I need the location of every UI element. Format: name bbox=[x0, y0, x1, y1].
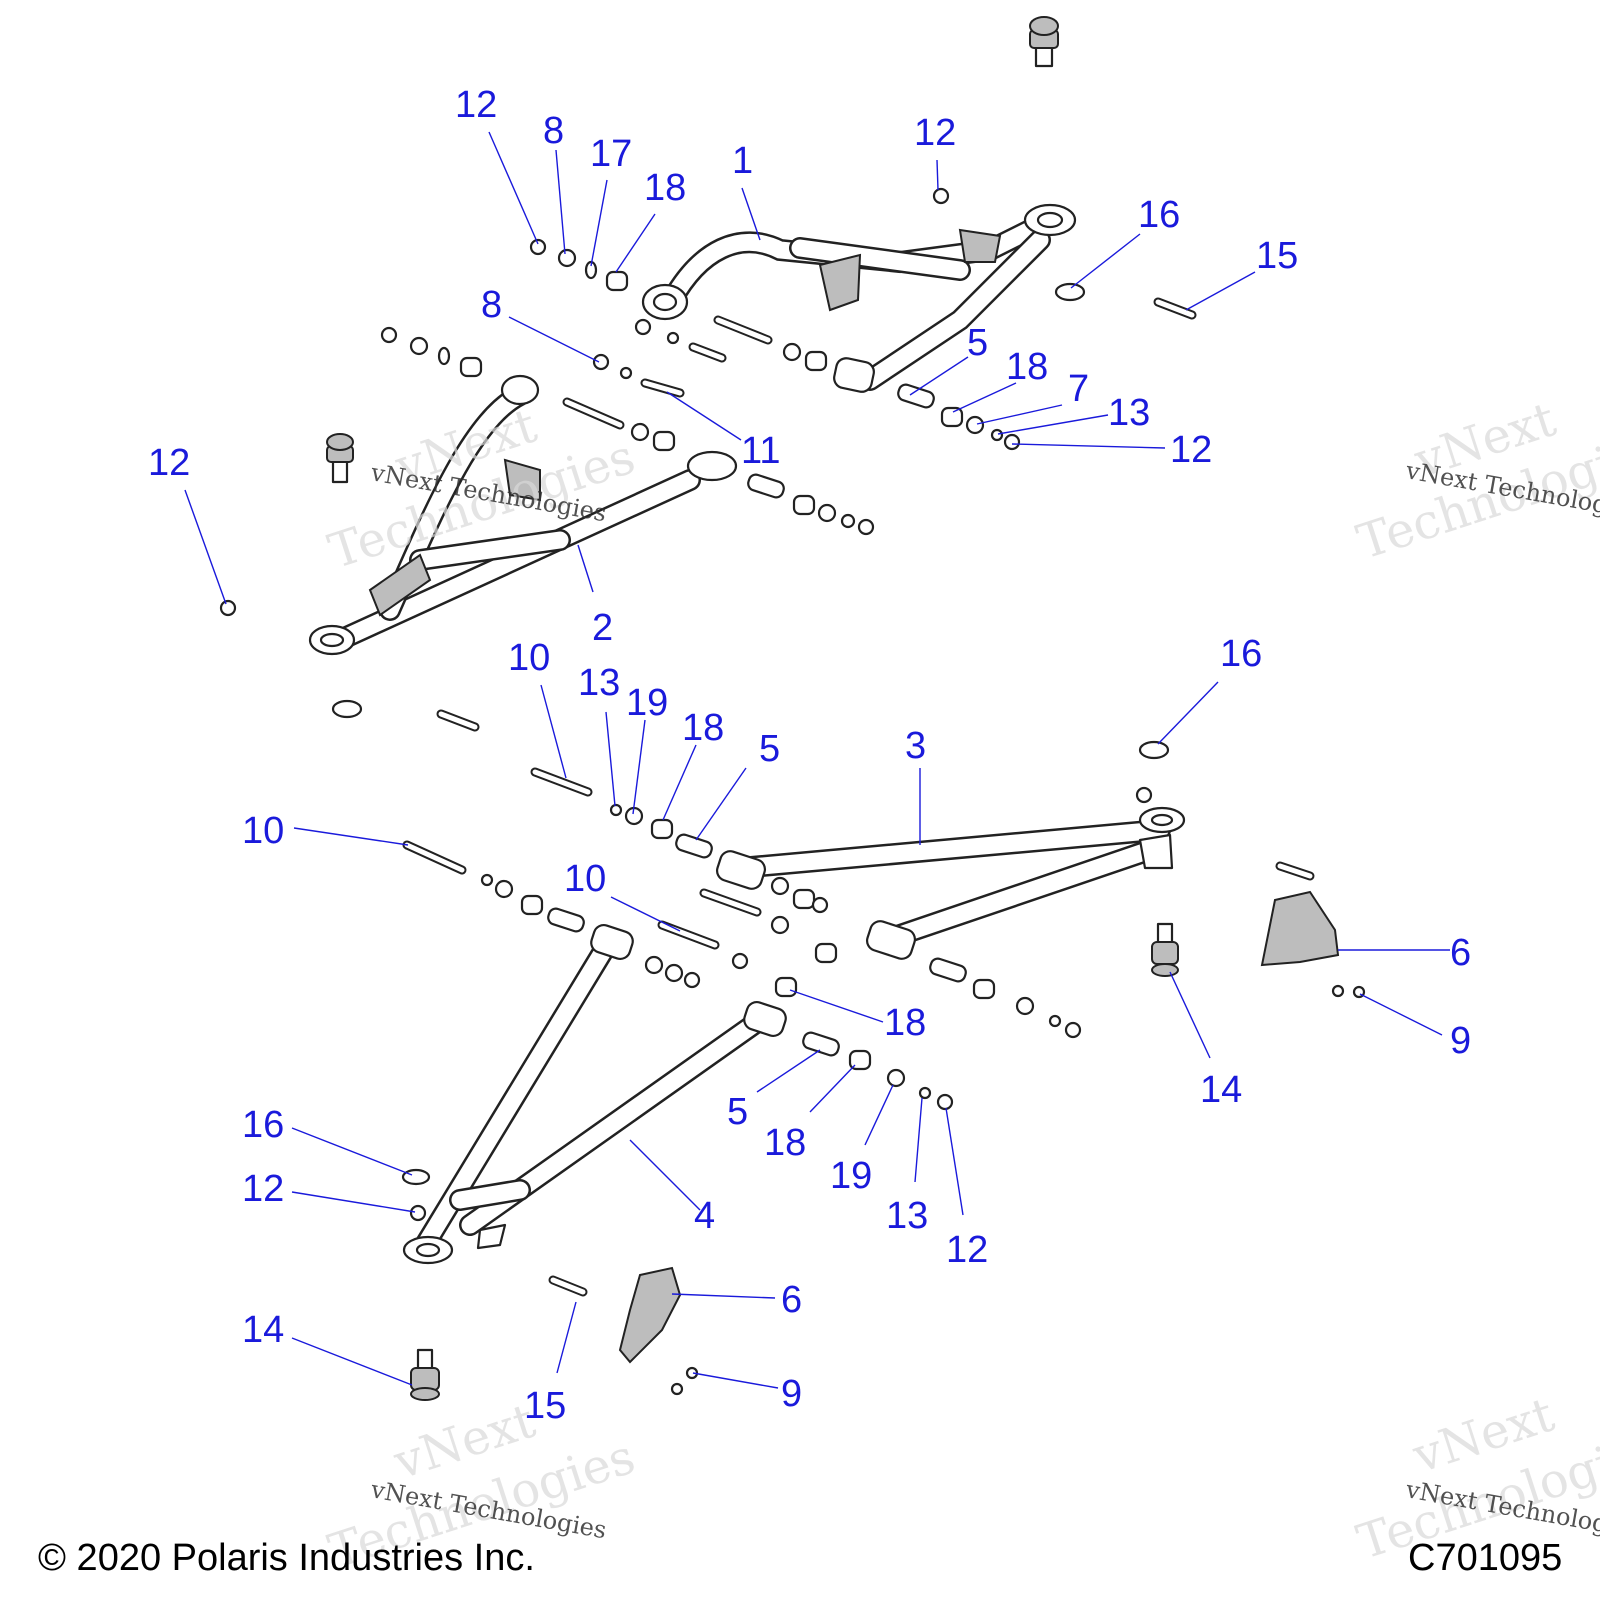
lower-a-arm-3 bbox=[715, 806, 1186, 960]
callout-16: 16 bbox=[1220, 633, 1262, 675]
callout-5: 5 bbox=[759, 728, 780, 770]
callout-3: 3 bbox=[905, 725, 926, 767]
callout-13: 13 bbox=[1108, 392, 1150, 434]
callout-4: 4 bbox=[694, 1195, 715, 1237]
callout-16: 16 bbox=[1138, 194, 1180, 236]
callout-10: 10 bbox=[242, 810, 284, 852]
callout-5: 5 bbox=[727, 1091, 748, 1133]
callout-18: 18 bbox=[764, 1122, 806, 1164]
callout-16: 16 bbox=[242, 1104, 284, 1146]
callout-19: 19 bbox=[830, 1155, 872, 1197]
callout-12: 12 bbox=[946, 1229, 988, 1271]
ball-joint-top bbox=[1029, 16, 1059, 68]
guard-plate-right bbox=[1260, 890, 1340, 967]
callout-18: 18 bbox=[1006, 346, 1048, 388]
callout-17: 17 bbox=[590, 133, 632, 175]
callout-11: 11 bbox=[741, 430, 780, 472]
callout-6: 6 bbox=[1450, 932, 1471, 974]
callout-1: 1 bbox=[732, 140, 753, 182]
ball-joint-lower-left bbox=[410, 1348, 440, 1401]
callout-9: 9 bbox=[1450, 1020, 1471, 1062]
hardware bbox=[219, 187, 1366, 1396]
callout-13: 13 bbox=[886, 1195, 928, 1237]
callout-12: 12 bbox=[148, 442, 190, 484]
ball-joint-lower-right bbox=[1151, 922, 1179, 977]
callout-15: 15 bbox=[524, 1385, 566, 1427]
callout-5: 5 bbox=[967, 322, 988, 364]
callout-13: 13 bbox=[578, 662, 620, 704]
callout-9: 9 bbox=[781, 1373, 802, 1415]
callout-14: 14 bbox=[1200, 1069, 1242, 1111]
callout-8: 8 bbox=[481, 284, 502, 326]
callout-18: 18 bbox=[884, 1002, 926, 1044]
callout-8: 8 bbox=[543, 110, 564, 152]
copyright-text: © 2020 Polaris Industries Inc. bbox=[38, 1537, 535, 1579]
callout-12: 12 bbox=[455, 84, 497, 126]
callout-19: 19 bbox=[626, 682, 668, 724]
callout-18: 18 bbox=[682, 707, 724, 749]
leader-lines bbox=[184, 131, 1450, 1389]
callout-12: 12 bbox=[242, 1168, 284, 1210]
callout-12: 12 bbox=[1170, 429, 1212, 471]
lower-a-arm-4 bbox=[402, 924, 787, 1265]
callout-15: 15 bbox=[1256, 235, 1298, 277]
ball-joint-left bbox=[326, 433, 354, 484]
upper-a-arm-2 bbox=[308, 374, 738, 656]
callout-18: 18 bbox=[644, 167, 686, 209]
callout-10: 10 bbox=[564, 858, 606, 900]
callout-14: 14 bbox=[242, 1309, 284, 1351]
line-art bbox=[219, 16, 1366, 1401]
callout-numbers: 12 8 17 18 1 12 16 15 8 5 18 7 13 12 11 … bbox=[148, 84, 1471, 1427]
callout-7: 7 bbox=[1068, 368, 1089, 410]
bolts bbox=[402, 297, 1315, 1297]
guard-plate-left bbox=[618, 1266, 682, 1364]
callout-6: 6 bbox=[781, 1279, 802, 1321]
callout-2: 2 bbox=[592, 607, 613, 649]
callout-10: 10 bbox=[508, 637, 550, 679]
drawing-code: C701095 bbox=[1408, 1537, 1562, 1579]
callout-12: 12 bbox=[914, 112, 956, 154]
upper-a-arm-1 bbox=[641, 203, 1077, 393]
